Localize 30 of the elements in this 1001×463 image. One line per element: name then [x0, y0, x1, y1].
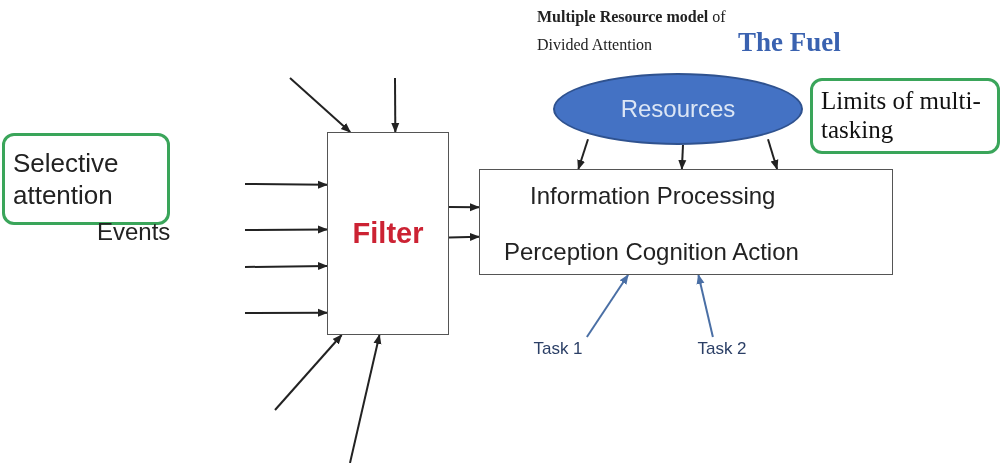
node-text: Selective attention [13, 146, 120, 212]
heading-text: The Fuel [738, 26, 841, 59]
arrow [244, 180, 328, 189]
arrow [696, 274, 714, 338]
arrow [448, 203, 480, 212]
diagram-title: Multiple Resource model of Divided Attention [537, 7, 727, 55]
node-text: Resources [620, 94, 736, 124]
process-box [479, 169, 893, 275]
arrow [767, 138, 779, 170]
arrow [349, 334, 382, 463]
node-text: Information Processing [530, 181, 776, 211]
arrow [448, 233, 480, 242]
arrow [274, 334, 343, 411]
arrow [244, 308, 328, 317]
arrow [244, 225, 328, 234]
callout-box [810, 78, 1000, 154]
node-label: Events [97, 217, 171, 247]
filter-box [327, 132, 449, 335]
arrow [678, 144, 687, 170]
arrow [391, 77, 400, 133]
arrow [289, 77, 352, 133]
task-label: Task 2 [697, 338, 747, 361]
node-text: Perception Cognition Action [504, 237, 799, 267]
callout-box [2, 133, 170, 225]
arrow [244, 262, 328, 271]
arrow [577, 138, 589, 170]
arrow [585, 274, 630, 338]
task-label: Task 1 [533, 338, 583, 361]
node-text: Limits of multi-tasking [821, 87, 982, 145]
node-text: Filter [352, 215, 424, 251]
